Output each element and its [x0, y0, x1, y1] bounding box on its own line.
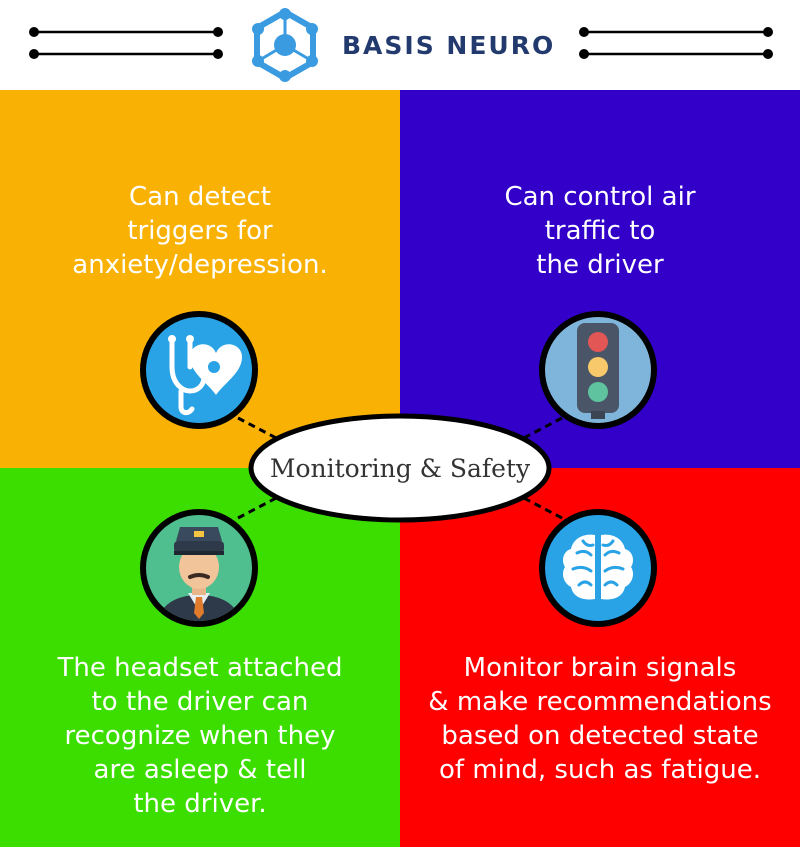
decorative-lines-left-icon	[29, 27, 223, 59]
brand: BASIS NEURO	[250, 8, 555, 82]
center-label: Monitoring & Safety	[269, 453, 531, 483]
quadrant-text-top-left: Can detect triggers for anxiety/depressi…	[72, 182, 328, 280]
traffic-light-icon	[539, 311, 657, 429]
hexagon-network-icon	[252, 8, 318, 82]
quadrant-text-bottom-left: The headset attached to the driver can r…	[57, 653, 343, 819]
quadrant-text-bottom-right: Monitor brain signals & make recommendat…	[428, 653, 772, 785]
header: BASIS NEURO	[0, 0, 800, 90]
driver-avatar-icon	[140, 509, 258, 627]
stethoscope-heart-icon	[140, 311, 258, 429]
quadrant-text-top-right: Can control air traffic to the driver	[504, 182, 696, 280]
center-oval	[248, 413, 552, 523]
brand-name: BASIS NEURO	[342, 30, 556, 60]
brain-icon	[539, 509, 657, 627]
decorative-lines-right-icon	[579, 27, 773, 59]
